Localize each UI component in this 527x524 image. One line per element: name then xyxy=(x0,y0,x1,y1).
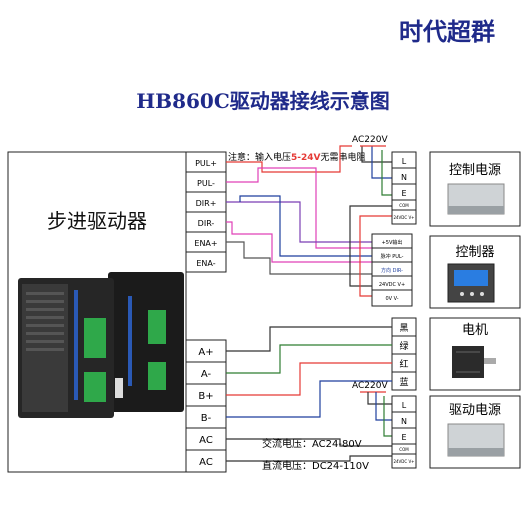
psu2-term-l: L xyxy=(402,401,407,410)
driver-frame xyxy=(7,151,187,473)
voltage-note-value: 5-24V xyxy=(291,153,321,163)
psu2-term-n: N xyxy=(401,417,407,426)
power-terminal-block: A+ A- B+ B- AC AC xyxy=(185,339,227,473)
controller-term-24v: 24VDC V+ xyxy=(379,282,405,288)
controller-term-dir: 方向 DIR- xyxy=(381,267,403,274)
device-psu-drive: 驱动电源 xyxy=(429,395,521,469)
device-psu-control: 控制电源 xyxy=(429,151,521,227)
device-motor-label: 电机 xyxy=(462,323,488,338)
motor-terminal-block: 黑 绿 红 蓝 xyxy=(391,317,417,391)
psu1-term-l: L xyxy=(402,157,407,166)
device-psu-drive-label: 驱动电源 xyxy=(449,403,501,418)
motor-wire-black: 黑 xyxy=(399,323,408,334)
terminal-b-minus: B- xyxy=(201,413,212,424)
terminal-pul-minus: PUL- xyxy=(197,179,215,188)
motor-wire-red: 红 xyxy=(399,358,408,370)
device-motor: 电机 xyxy=(429,317,521,391)
controller-term-0v: 0V V- xyxy=(385,296,398,302)
device-controller: 控制器 xyxy=(429,235,521,309)
ac-bottom-label: AC220V xyxy=(352,381,388,391)
device-psu-control-label: 控制电源 xyxy=(449,163,501,178)
terminal-a-plus: A+ xyxy=(198,347,213,358)
terminal-dir-minus: DIR- xyxy=(198,219,215,228)
voltage-note-prefix: 注意：输入电压 xyxy=(228,151,291,163)
voltage-note: 注意：输入电压5-24V无需串电阻 xyxy=(228,151,366,163)
driver-label: 步进驱动器 xyxy=(47,209,147,233)
psu1-terminal-block: L N E COM 24VDC V+ xyxy=(391,151,417,225)
control-terminal-block: PUL+ PUL- DIR+ DIR- ENA+ ENA- xyxy=(185,151,227,273)
voltage-note-suffix: 无需串电阻 xyxy=(321,151,366,163)
motor-wire-blue: 蓝 xyxy=(399,376,408,388)
terminal-ena-minus: ENA- xyxy=(196,259,215,268)
psu2-term-vplus: 24VDC V+ xyxy=(393,459,414,464)
voltage-dc-label: 直流电压：DC24-110V xyxy=(262,459,369,472)
controller-term-pul: 脉冲 PUL- xyxy=(381,253,404,260)
psu2-terminal-block: L N E COM 24VDC V+ xyxy=(391,395,417,469)
terminal-b-plus: B+ xyxy=(198,391,213,402)
brand-logo-text: 时代超群 xyxy=(399,18,495,46)
psu1-term-e: E xyxy=(401,189,406,198)
terminal-a-minus: A- xyxy=(201,369,212,380)
terminal-ac-1: AC xyxy=(199,435,213,446)
ac-top-label: AC220V xyxy=(352,135,388,145)
driver-photo xyxy=(18,272,184,418)
psu1-term-com: COM xyxy=(399,203,409,208)
psu1-term-vplus: 24VDC V+ xyxy=(393,215,414,220)
device-controller-label: 控制器 xyxy=(455,245,494,260)
drive-power-wires xyxy=(226,391,392,462)
terminal-dir-plus: DIR+ xyxy=(196,199,217,208)
diagram-title: HB860C驱动器接线示意图 xyxy=(136,89,389,113)
psu1-term-n: N xyxy=(401,173,407,182)
motor-wire-green: 绿 xyxy=(399,340,408,352)
terminal-pul-plus: PUL+ xyxy=(195,159,217,168)
control-wires xyxy=(226,145,392,297)
terminal-ena-plus: ENA+ xyxy=(194,239,217,248)
controller-terminal-block: +5V输出 脉冲 PUL- 方向 DIR- 24VDC V+ 0V V- xyxy=(371,233,413,307)
voltage-ac-label: 交流电压：AC24-80V xyxy=(262,437,362,450)
controller-term-5v: +5V输出 xyxy=(382,239,403,246)
psu2-term-e: E xyxy=(401,433,406,442)
terminal-ac-2: AC xyxy=(199,457,213,468)
motor-wires xyxy=(226,326,392,418)
psu2-term-com: COM xyxy=(399,447,409,452)
